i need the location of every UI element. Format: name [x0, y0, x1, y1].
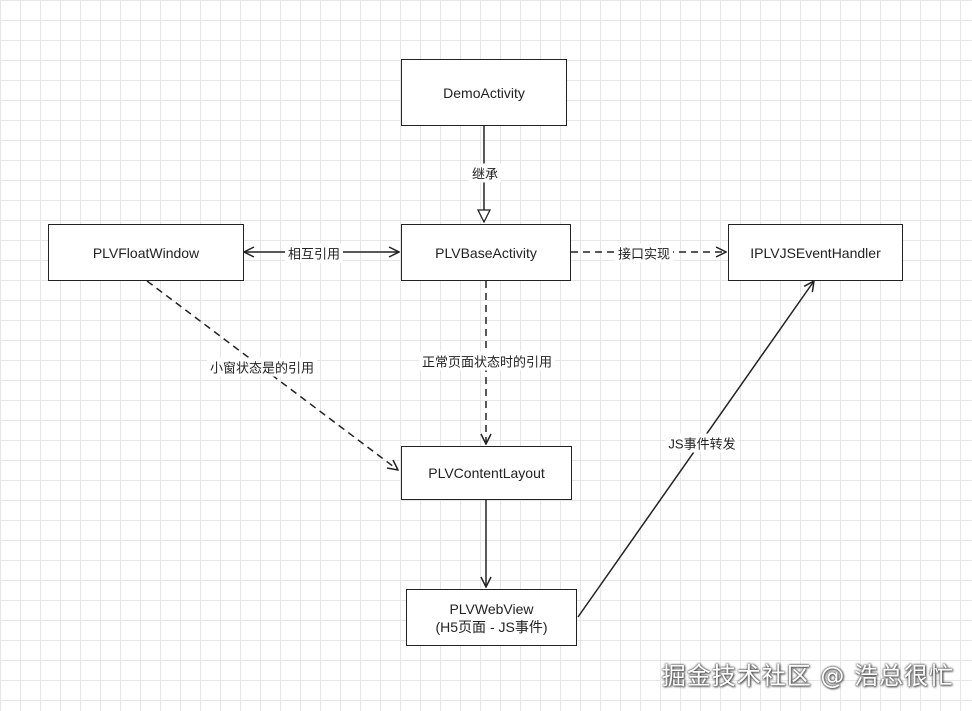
node-float-window-label: PLVFloatWindow: [92, 244, 200, 261]
node-demo-activity: DemoActivity: [401, 59, 567, 126]
edge-base-content-label: 正常页面状态时的引用: [418, 351, 556, 371]
node-webview-label: PLVWebView: [449, 600, 534, 617]
edge-float-content-label: 小窗状态是的引用: [206, 357, 318, 377]
node-content-layout-label: PLVContentLayout: [428, 465, 545, 481]
edge-iface-label: 接口实现: [614, 243, 674, 263]
node-base-activity-label: PLVBaseActivity: [435, 244, 537, 261]
node-js-event-handler: IPLVJSEventHandler: [728, 224, 903, 281]
watermark-text: 掘金技术社区 @ 浩总很忙: [661, 662, 954, 690]
node-js-event-handler-label: IPLVJSEventHandler: [750, 244, 881, 261]
node-webview-sublabel: (H5页面 - JS事件): [435, 618, 548, 635]
node-demo-activity-label: DemoActivity: [443, 84, 525, 101]
node-content-layout: PLVContentLayout: [401, 446, 572, 500]
edge-mutual-label: 相互引用: [284, 243, 344, 263]
node-webview: PLVWebView (H5页面 - JS事件): [406, 589, 577, 646]
edge-js-forward-label: JS事件转发: [665, 433, 739, 453]
edge-inherit-label: 继承: [468, 163, 502, 183]
node-float-window: PLVFloatWindow: [48, 224, 244, 281]
node-base-activity: PLVBaseActivity: [401, 224, 571, 281]
